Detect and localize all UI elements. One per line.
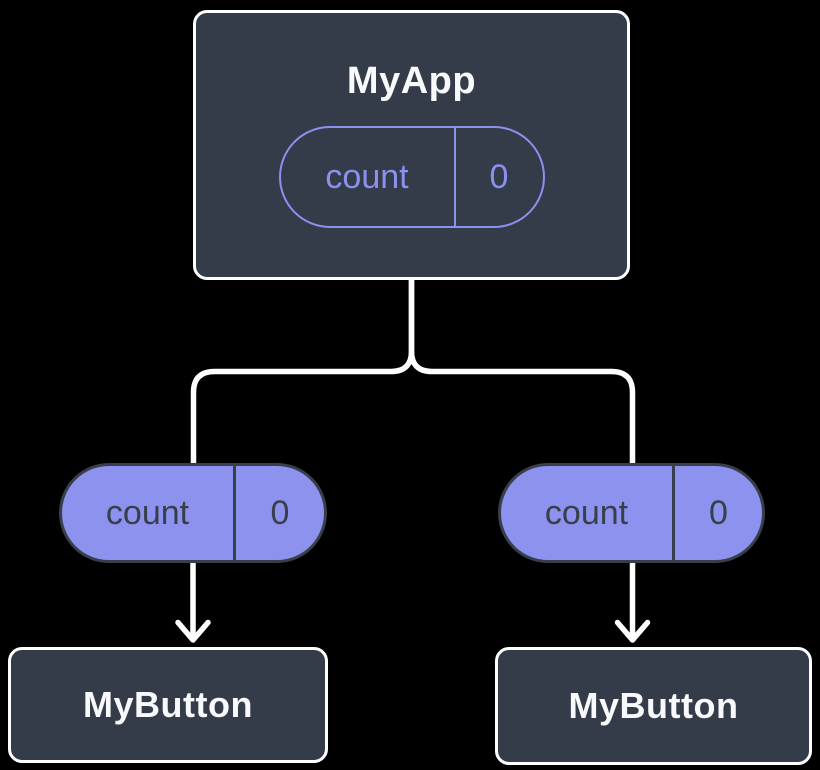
edge-root-to-left-pill bbox=[190, 277, 415, 464]
state-pill-myapp: count 0 bbox=[278, 126, 545, 228]
node-myapp-label: MyApp bbox=[346, 60, 477, 102]
node-mybutton-left-label: MyButton bbox=[83, 684, 253, 725]
prop-pill-left: count 0 bbox=[59, 463, 327, 563]
state-pill-value: 0 bbox=[453, 128, 543, 226]
prop-pill-right-name: count bbox=[544, 494, 629, 532]
prop-pill-left-name: count bbox=[105, 494, 190, 532]
prop-pill-left-value: 0 bbox=[233, 466, 324, 560]
node-myapp: MyApp count 0 bbox=[193, 10, 630, 280]
prop-pill-right-value: 0 bbox=[672, 466, 762, 560]
edge-root-to-right-pill bbox=[408, 277, 636, 464]
node-mybutton-right-label: MyButton bbox=[568, 685, 739, 726]
arrow-right-head-icon bbox=[614, 619, 651, 643]
prop-pill-right: count 0 bbox=[498, 463, 765, 563]
node-mybutton-left: MyButton bbox=[8, 647, 328, 763]
arrow-left-head-icon bbox=[175, 619, 211, 643]
node-mybutton-right: MyButton bbox=[495, 647, 812, 765]
state-pill-name: count bbox=[325, 158, 409, 196]
